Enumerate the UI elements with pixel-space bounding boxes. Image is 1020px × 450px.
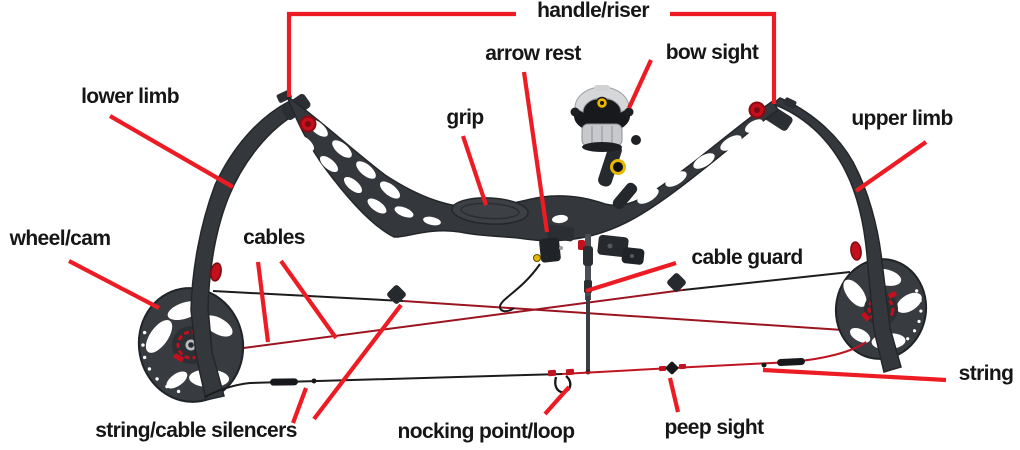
leader-line-handle-riser	[670, 11, 777, 104]
cable-silencer-diamond-right	[667, 273, 686, 292]
leader-line-peep-sight	[667, 377, 681, 413]
peep-sight-shape	[658, 361, 687, 375]
leader-line-handle-riser	[286, 11, 516, 97]
string-silencer-left	[270, 378, 298, 386]
string-silencer-right	[777, 357, 805, 367]
leader-line-string	[762, 367, 947, 383]
leader-line-string-cable-silencers	[312, 303, 403, 421]
leader-line-arrow-rest	[521, 71, 550, 233]
leader-line-wheel-cam	[68, 259, 160, 310]
leader-line-nocking-point-loop	[543, 385, 571, 416]
riser-shape	[285, 93, 779, 242]
riser-mount-blocks	[597, 234, 645, 265]
upper-limb-shape	[763, 97, 902, 373]
arrow-rest-device	[498, 224, 575, 313]
leader-line-cables	[279, 259, 338, 340]
leader-line-grip	[461, 135, 488, 206]
grip-shape	[451, 197, 529, 225]
leader-line-string-cable-silencers	[291, 387, 308, 424]
leader-line-upper-limb	[854, 140, 928, 193]
cable-silencer-diamond-left	[387, 285, 406, 304]
leader-line-lower-limb	[108, 114, 235, 189]
leader-line-cables	[255, 261, 271, 343]
leader-line-bow-sight	[627, 59, 653, 109]
leader-line-cable-guard	[585, 260, 677, 294]
silencers	[270, 273, 805, 386]
bow-sight-device	[570, 85, 641, 210]
